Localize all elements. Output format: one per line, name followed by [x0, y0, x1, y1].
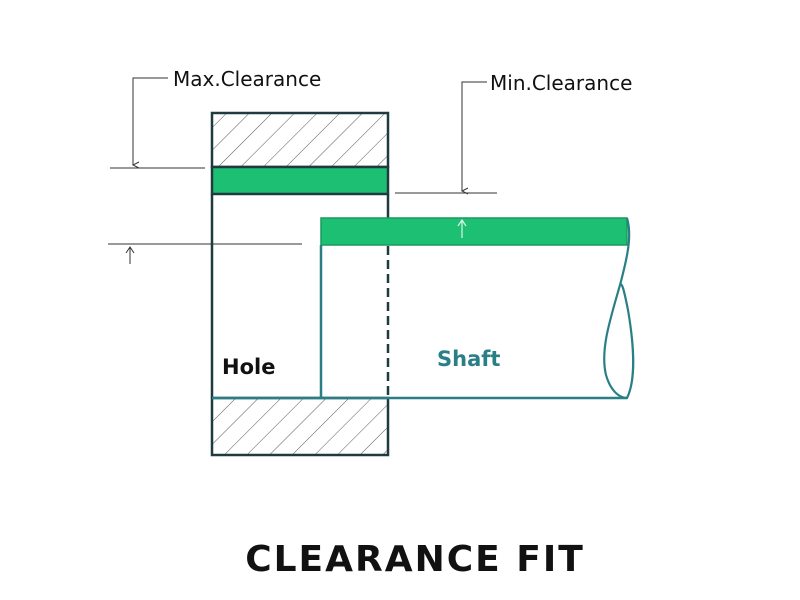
- shaft-label: Shaft: [437, 347, 500, 371]
- shaft-top-arrow-icon: [457, 218, 467, 238]
- shaft-break-line: [603, 217, 635, 400]
- max-clearance-leader: [133, 77, 168, 165]
- hole-upper-hatch: [210, 111, 390, 169]
- hole-tolerance-band: [210, 165, 390, 196]
- hole-label: Hole: [222, 355, 275, 379]
- shaft-tolerance-band: [320, 217, 628, 246]
- max-clearance-up-arrow-icon: [125, 246, 135, 264]
- max-clearance-label: Max.Clearance: [173, 67, 321, 91]
- min-clearance-label: Min.Clearance: [490, 71, 632, 95]
- diagram-title: CLEARANCE FIT: [245, 539, 585, 580]
- hole-lower-hatch: [210, 396, 390, 457]
- min-clearance-leader: [462, 81, 487, 191]
